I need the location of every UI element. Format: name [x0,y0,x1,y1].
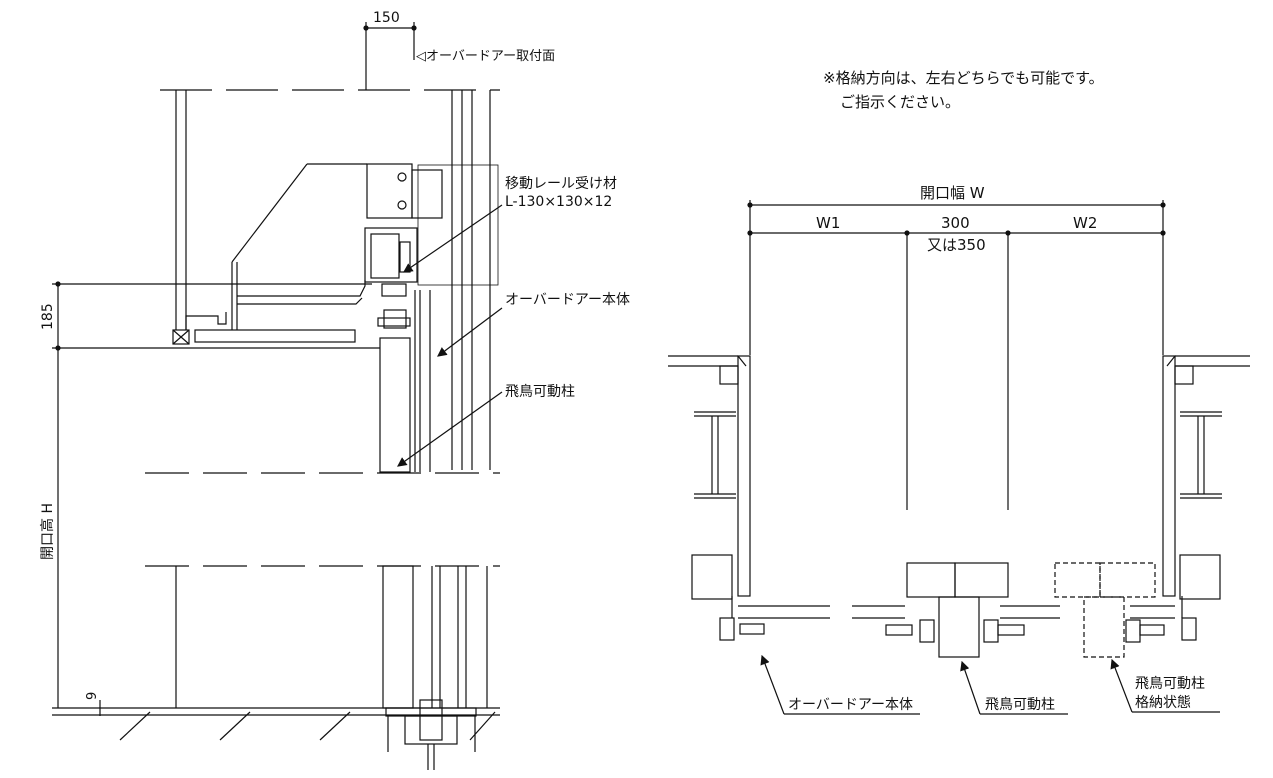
stored-post-label-1: 飛鳥可動柱 [1135,676,1205,692]
post-label-section: 飛鳥可動柱 [505,384,575,400]
w2-label: W2 [1073,214,1097,232]
mount-face-label: ◁オーバードアー取付面 [416,49,555,64]
w1-label: W1 [816,214,840,232]
door-body-label-section: オーバードアー本体 [505,292,630,308]
rail-bracket [231,163,443,330]
floor-hatch [119,711,496,741]
dim-185-label: 185 [40,303,56,330]
center-post-deployed [885,562,1025,658]
plan-view [668,200,1250,715]
opening-width-label: 開口幅 W [920,184,985,202]
rail-spec-label: L-130×130×12 [505,194,612,210]
dimension-150 [363,22,417,90]
h-beam-right [1180,411,1222,499]
section-view [52,22,503,770]
stored-post [1054,562,1156,658]
w-mid-label: 300 [941,214,970,232]
w-mid-alt-label: 又は350 [927,236,986,254]
opening-width-dimension [747,200,1166,510]
post-label-plan: 飛鳥可動柱 [985,697,1055,713]
stored-post-label-2: 格納状態 [1135,695,1191,711]
opening-height-label: 開口高 H [39,503,56,560]
dim-150-label: 150 [373,10,400,26]
dimension-185 [52,281,380,351]
storage-note-line1: ※格納方向は、左右どちらでも可能です。 [823,69,1104,87]
h-beam-left [694,411,736,499]
storage-note-line2: ご指示ください。 [840,93,960,111]
moving-rail-angle [237,227,418,329]
rail-label: 移動レール受け材 [505,176,617,192]
dim-9-label: 9 [85,692,100,700]
door-body-label-plan: オーバードアー本体 [788,697,913,713]
